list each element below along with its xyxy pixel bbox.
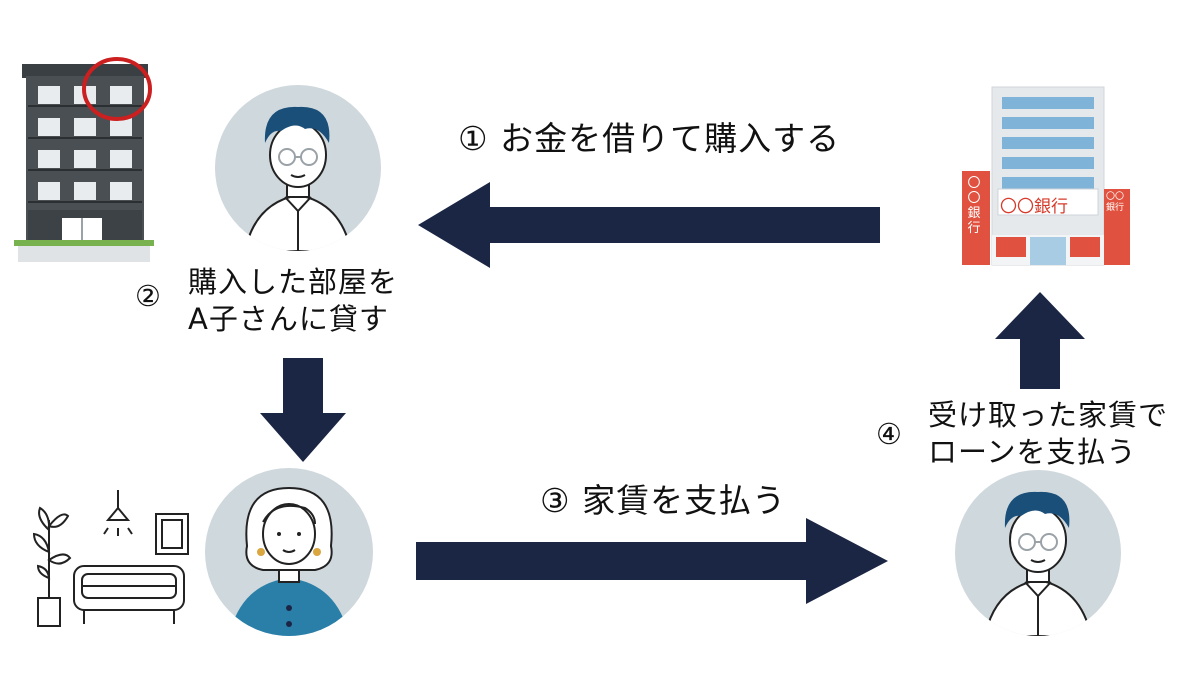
bank-small-sign: 〇〇銀行 [1105, 192, 1124, 213]
room-interior-icon [28, 490, 198, 630]
step-2-text: 購入した部屋を A子さんに貸す [188, 264, 398, 337]
step-1-label: ① お金を借りて購入する [458, 119, 840, 159]
owner-avatar [215, 85, 381, 251]
step-1-marker: ① [458, 119, 489, 158]
step-3-text: 家賃を支払う [582, 481, 787, 520]
bank-side-sign: 〇〇銀行 [967, 176, 981, 236]
step-2-line-2: A子さんに貸す [188, 301, 389, 336]
step-3-label: ③ 家賃を支払う [540, 481, 786, 521]
rent-payment-arrow-right [416, 518, 888, 604]
tenant-avatar [205, 468, 373, 636]
step-4-line-1: 受け取った家賃で [928, 398, 1169, 432]
apartment-building-icon [14, 60, 154, 265]
step-4-line-2: ローンを支払う [928, 434, 1137, 469]
owner-avatar-receiving [955, 470, 1121, 636]
step-4-text: 受け取った家賃で ローンを支払う [928, 397, 1168, 470]
step-4-marker: ④ [876, 417, 902, 451]
step-1-text: お金を借りて購入する [500, 119, 841, 158]
bank-building-icon [958, 85, 1138, 267]
highlight-circle [80, 55, 154, 123]
bank-sign: 〇〇銀行 [1000, 197, 1068, 217]
step-3-marker: ③ [540, 481, 571, 520]
rent-out-arrow-down [260, 358, 346, 462]
step-2-line-1: 購入した部屋を [188, 265, 399, 299]
step-2-marker: ② [135, 279, 161, 313]
loan-arrow-left [418, 182, 880, 268]
loan-repay-arrow-up [995, 292, 1085, 389]
